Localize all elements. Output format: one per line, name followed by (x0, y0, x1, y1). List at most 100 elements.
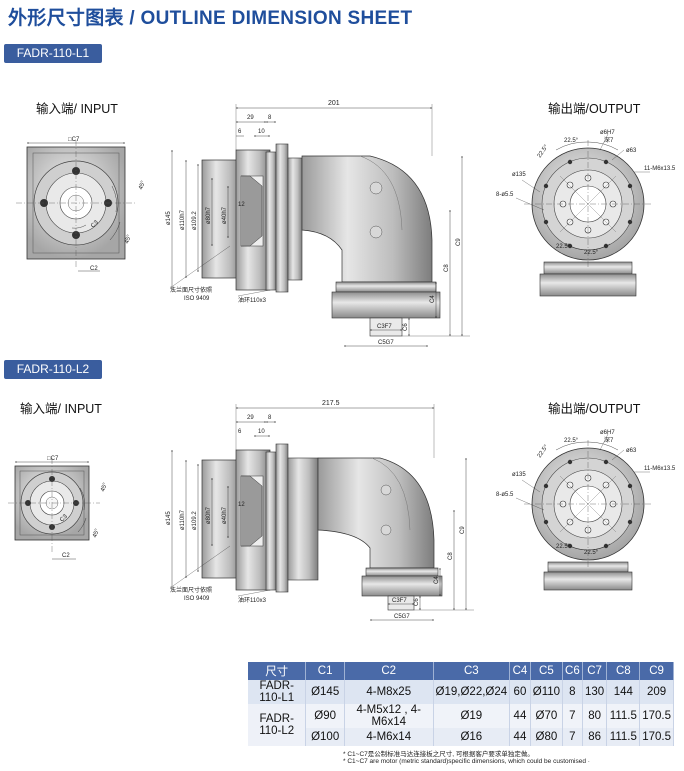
s1-out-d135: ø135 (512, 172, 526, 178)
s2-in-a45b: 45° (92, 528, 101, 539)
s1-d40: ø40h7 (222, 206, 228, 224)
cell-c6: 7 (562, 704, 583, 728)
s2-oring: 油环110x3 (238, 596, 267, 604)
cell-c8: 111.5 (606, 728, 641, 746)
s1-c4: C4 (430, 295, 436, 303)
cell-c7: 80 (582, 704, 608, 728)
s2-out-a225d: 22.5° (584, 550, 599, 556)
cell-c1: Ø100 (305, 728, 345, 746)
th-c6: C6 (562, 662, 583, 680)
cell-c9: 170.5 (639, 728, 674, 746)
section2-output-label: 输出端/OUTPUT (548, 402, 641, 416)
s2-d80: ø80h7 (206, 506, 212, 524)
s1-input-view: □C7 C3 C2 45° 45° (16, 137, 147, 272)
cell-c2: 4-M6x14 (344, 728, 434, 746)
cell-c5: Ø110 (530, 680, 564, 704)
s1-d29: 29 (247, 115, 254, 121)
s1-out-d63: ø63 (626, 148, 637, 154)
cell-model: FADR-110-L2 (248, 704, 307, 746)
s2-in-c3: C3 (59, 513, 69, 523)
s2-c8: C8 (448, 552, 454, 560)
cell-c6: 7 (562, 728, 583, 746)
s1-d145: ø145 (166, 211, 172, 225)
s2-out-d6h: ø6H7 (600, 430, 615, 436)
section2-input-label: 输入端/ INPUT (20, 402, 102, 416)
s2-in-c7: □C7 (47, 456, 59, 462)
s1-oring: 油环110x3 (238, 296, 267, 304)
s1-c8: C8 (444, 264, 450, 272)
s2-d8: 8 (268, 415, 272, 421)
cell-model: FADR-110-L1 (248, 680, 307, 704)
table-row: FADR-110-L2 Ø90 4-M5x12 , 4-M6x14 Ø19 44… (248, 704, 674, 746)
s2-d10: 10 (258, 429, 265, 435)
s2-d109: ø109.2 (192, 511, 198, 530)
s2-d6: 6 (238, 429, 242, 435)
s2-out-holes: 8-ø5.5 (496, 492, 514, 498)
s1-in-a45b: 45° (124, 234, 133, 245)
s1-out-a225b: 22.5° (564, 138, 579, 144)
table-row: FADR-110-L1 Ø145 4-M8x25 Ø19,Ø22,Ø24 60 … (248, 680, 674, 704)
cell-c9: 209 (639, 680, 674, 704)
s1-flange-note2: ISO 9409 (184, 296, 210, 302)
s2-flange-note2: ISO 9409 (184, 596, 210, 602)
th-c9: C9 (639, 662, 674, 680)
cell-c5: Ø70 (530, 704, 564, 728)
s2-d110: ø110h7 (180, 509, 186, 530)
s2-out-a225b: 22.5° (564, 438, 579, 444)
note-en: * C1~C7 are motor (metric standard)speci… (343, 758, 590, 765)
th-c8: C8 (606, 662, 641, 680)
s2-c5: C5G7 (394, 614, 410, 620)
note-cn: * C1~C7是公制标准马达连接板之尺寸, 可根据客户要求单独定做。 (343, 751, 534, 758)
s2-out-a225c: 22.5° (556, 544, 571, 550)
section1-tag: FADR-110-L1 (4, 44, 102, 63)
th-c5: C5 (530, 662, 564, 680)
cell-c7: 86 (582, 728, 608, 746)
spec-table-header: 尺寸 C1 C2 C3 C4 C5 C6 C7 C8 C9 (248, 662, 674, 680)
s2-output-view: 22.5° 22.5° 22.5° 22.5° ø6H7 深7 ø63 ø135… (496, 430, 676, 591)
cell-c4: 60 (509, 680, 531, 704)
s2-d40: ø40h7 (222, 506, 228, 524)
s1-out-a225c: 22.5° (556, 244, 571, 250)
s1-in-c2: C2 (90, 266, 98, 272)
section1-output-label: 输出端/OUTPUT (548, 102, 641, 116)
s1-in-c7: □C7 (68, 137, 80, 143)
s1-d12: 12 (238, 202, 245, 208)
s2-side-view: 217.5 29 8 6 10 ø145 ø110h7 ø109.2 ø80h7… (166, 400, 474, 621)
th-c4: C4 (509, 662, 531, 680)
th-c3: C3 (433, 662, 511, 680)
s2-d29: 29 (247, 415, 254, 421)
s2-out-d135: ø135 (512, 472, 526, 478)
cell-c3: Ø16 (433, 728, 511, 746)
s2-c6: C6 (414, 598, 420, 606)
s2-flange-note1: 法兰面尺寸依照 (170, 586, 212, 594)
cell-c1: Ø145 (305, 680, 345, 704)
s2-c9: C9 (460, 526, 466, 534)
cell-c2: 4-M5x12 , 4-M6x14 (344, 704, 434, 728)
s1-in-a45: 45° (138, 180, 147, 191)
s1-out-thread: 11-M6x13.5 (644, 166, 676, 172)
s2-d12: 12 (238, 502, 245, 508)
s1-out-d6h: ø6H7 (600, 130, 615, 136)
th-c1: C1 (305, 662, 345, 680)
cell-c7: 130 (582, 680, 608, 704)
cell-c2: 4-M8x25 (344, 680, 434, 704)
s2-out-d63: ø63 (626, 448, 637, 454)
s2-input-view: □C7 C3 C2 45° 45° (8, 456, 109, 560)
table-row: Ø100 4-M6x14 Ø16 44 Ø80 7 86 111.5 170.5 (248, 728, 674, 746)
s1-output-view: 22.5° 22.5° 22.5° 22.5° ø6H7 深7 ø63 ø135… (496, 130, 676, 297)
section1-input-label: 输入端/ INPUT (36, 102, 118, 116)
s1-d80: ø80h7 (206, 206, 212, 224)
cell-c9: 170.5 (639, 704, 674, 728)
s2-d145: ø145 (166, 511, 172, 525)
cell-c3: Ø19,Ø22,Ø24 (433, 680, 511, 704)
cell-c4: 44 (509, 728, 531, 746)
s1-d109: ø109.2 (192, 211, 198, 230)
s1-d8: 8 (268, 115, 272, 121)
s1-flange-note1: 法兰面尺寸依照 (170, 286, 212, 294)
s1-d6: 6 (238, 129, 242, 135)
drawings: □C7 C3 C2 45° 45° (8, 100, 676, 621)
s2-c3f: C3F7 (392, 598, 407, 604)
th-size: 尺寸 (248, 662, 307, 680)
s2-out-thread: 11-M6x13.5 (644, 466, 676, 472)
s1-c9: C9 (456, 238, 462, 246)
